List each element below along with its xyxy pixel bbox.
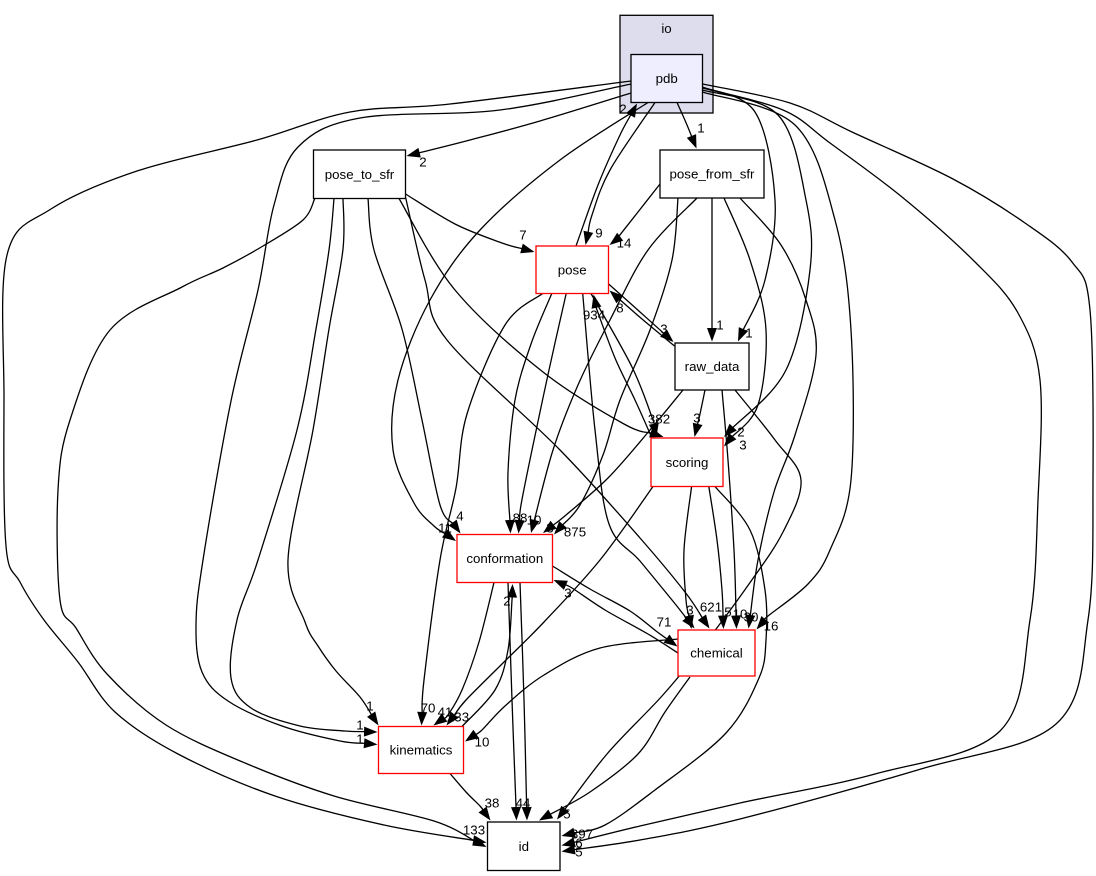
svg-text:2: 2 [503,594,510,609]
svg-text:7: 7 [519,228,526,243]
svg-text:382: 382 [648,412,670,427]
svg-text:3: 3 [564,586,571,601]
svg-text:conformation: conformation [466,551,543,566]
svg-text:44: 44 [516,796,531,811]
svg-text:6: 6 [575,836,582,851]
svg-text:2: 2 [737,425,744,440]
svg-text:2: 2 [419,155,426,170]
svg-text:10: 10 [527,513,542,528]
svg-text:11: 11 [438,521,452,536]
svg-text:88: 88 [513,511,528,526]
svg-text:5: 5 [724,605,731,620]
svg-text:1: 1 [366,699,373,714]
svg-text:621: 621 [700,600,722,615]
svg-text:2: 2 [619,102,626,117]
svg-text:id: id [519,839,529,854]
svg-text:3: 3 [660,322,667,337]
svg-text:5: 5 [563,807,570,822]
svg-text:1: 1 [356,732,363,747]
svg-text:3: 3 [739,438,746,453]
svg-text:233: 233 [447,710,469,725]
svg-text:5: 5 [575,845,582,860]
svg-text:70: 70 [421,701,436,716]
svg-text:1: 1 [716,318,723,333]
svg-text:10: 10 [475,735,490,750]
svg-text:raw_data: raw_data [685,359,740,374]
svg-text:41: 41 [438,705,453,720]
svg-text:14: 14 [617,236,632,251]
svg-text:pose_from_sfr: pose_from_sfr [670,167,756,182]
svg-text:875: 875 [564,525,586,540]
svg-text:scoring: scoring [666,455,709,470]
svg-text:8: 8 [616,301,623,316]
svg-text:pose_to_sfr: pose_to_sfr [325,167,395,182]
svg-text:397: 397 [571,827,593,842]
svg-text:3: 3 [693,411,700,426]
svg-text:38: 38 [485,796,500,811]
svg-text:1: 1 [745,326,752,341]
svg-text:kinematics: kinematics [390,743,453,758]
svg-text:3: 3 [686,603,693,618]
svg-text:4: 4 [456,509,463,524]
svg-text:1: 1 [356,718,363,733]
svg-text:1: 1 [697,121,704,136]
svg-text:16: 16 [764,619,779,634]
svg-text:30: 30 [744,610,759,625]
svg-text:934: 934 [583,308,605,323]
svg-text:133: 133 [463,823,485,838]
svg-text:10: 10 [733,607,748,622]
svg-text:71: 71 [657,615,672,630]
svg-text:io: io [661,21,671,36]
svg-text:chemical: chemical [690,646,743,661]
svg-text:3: 3 [546,521,553,536]
svg-text:pose: pose [558,262,587,277]
svg-text:9: 9 [595,226,602,241]
svg-text:pdb: pdb [656,71,678,86]
